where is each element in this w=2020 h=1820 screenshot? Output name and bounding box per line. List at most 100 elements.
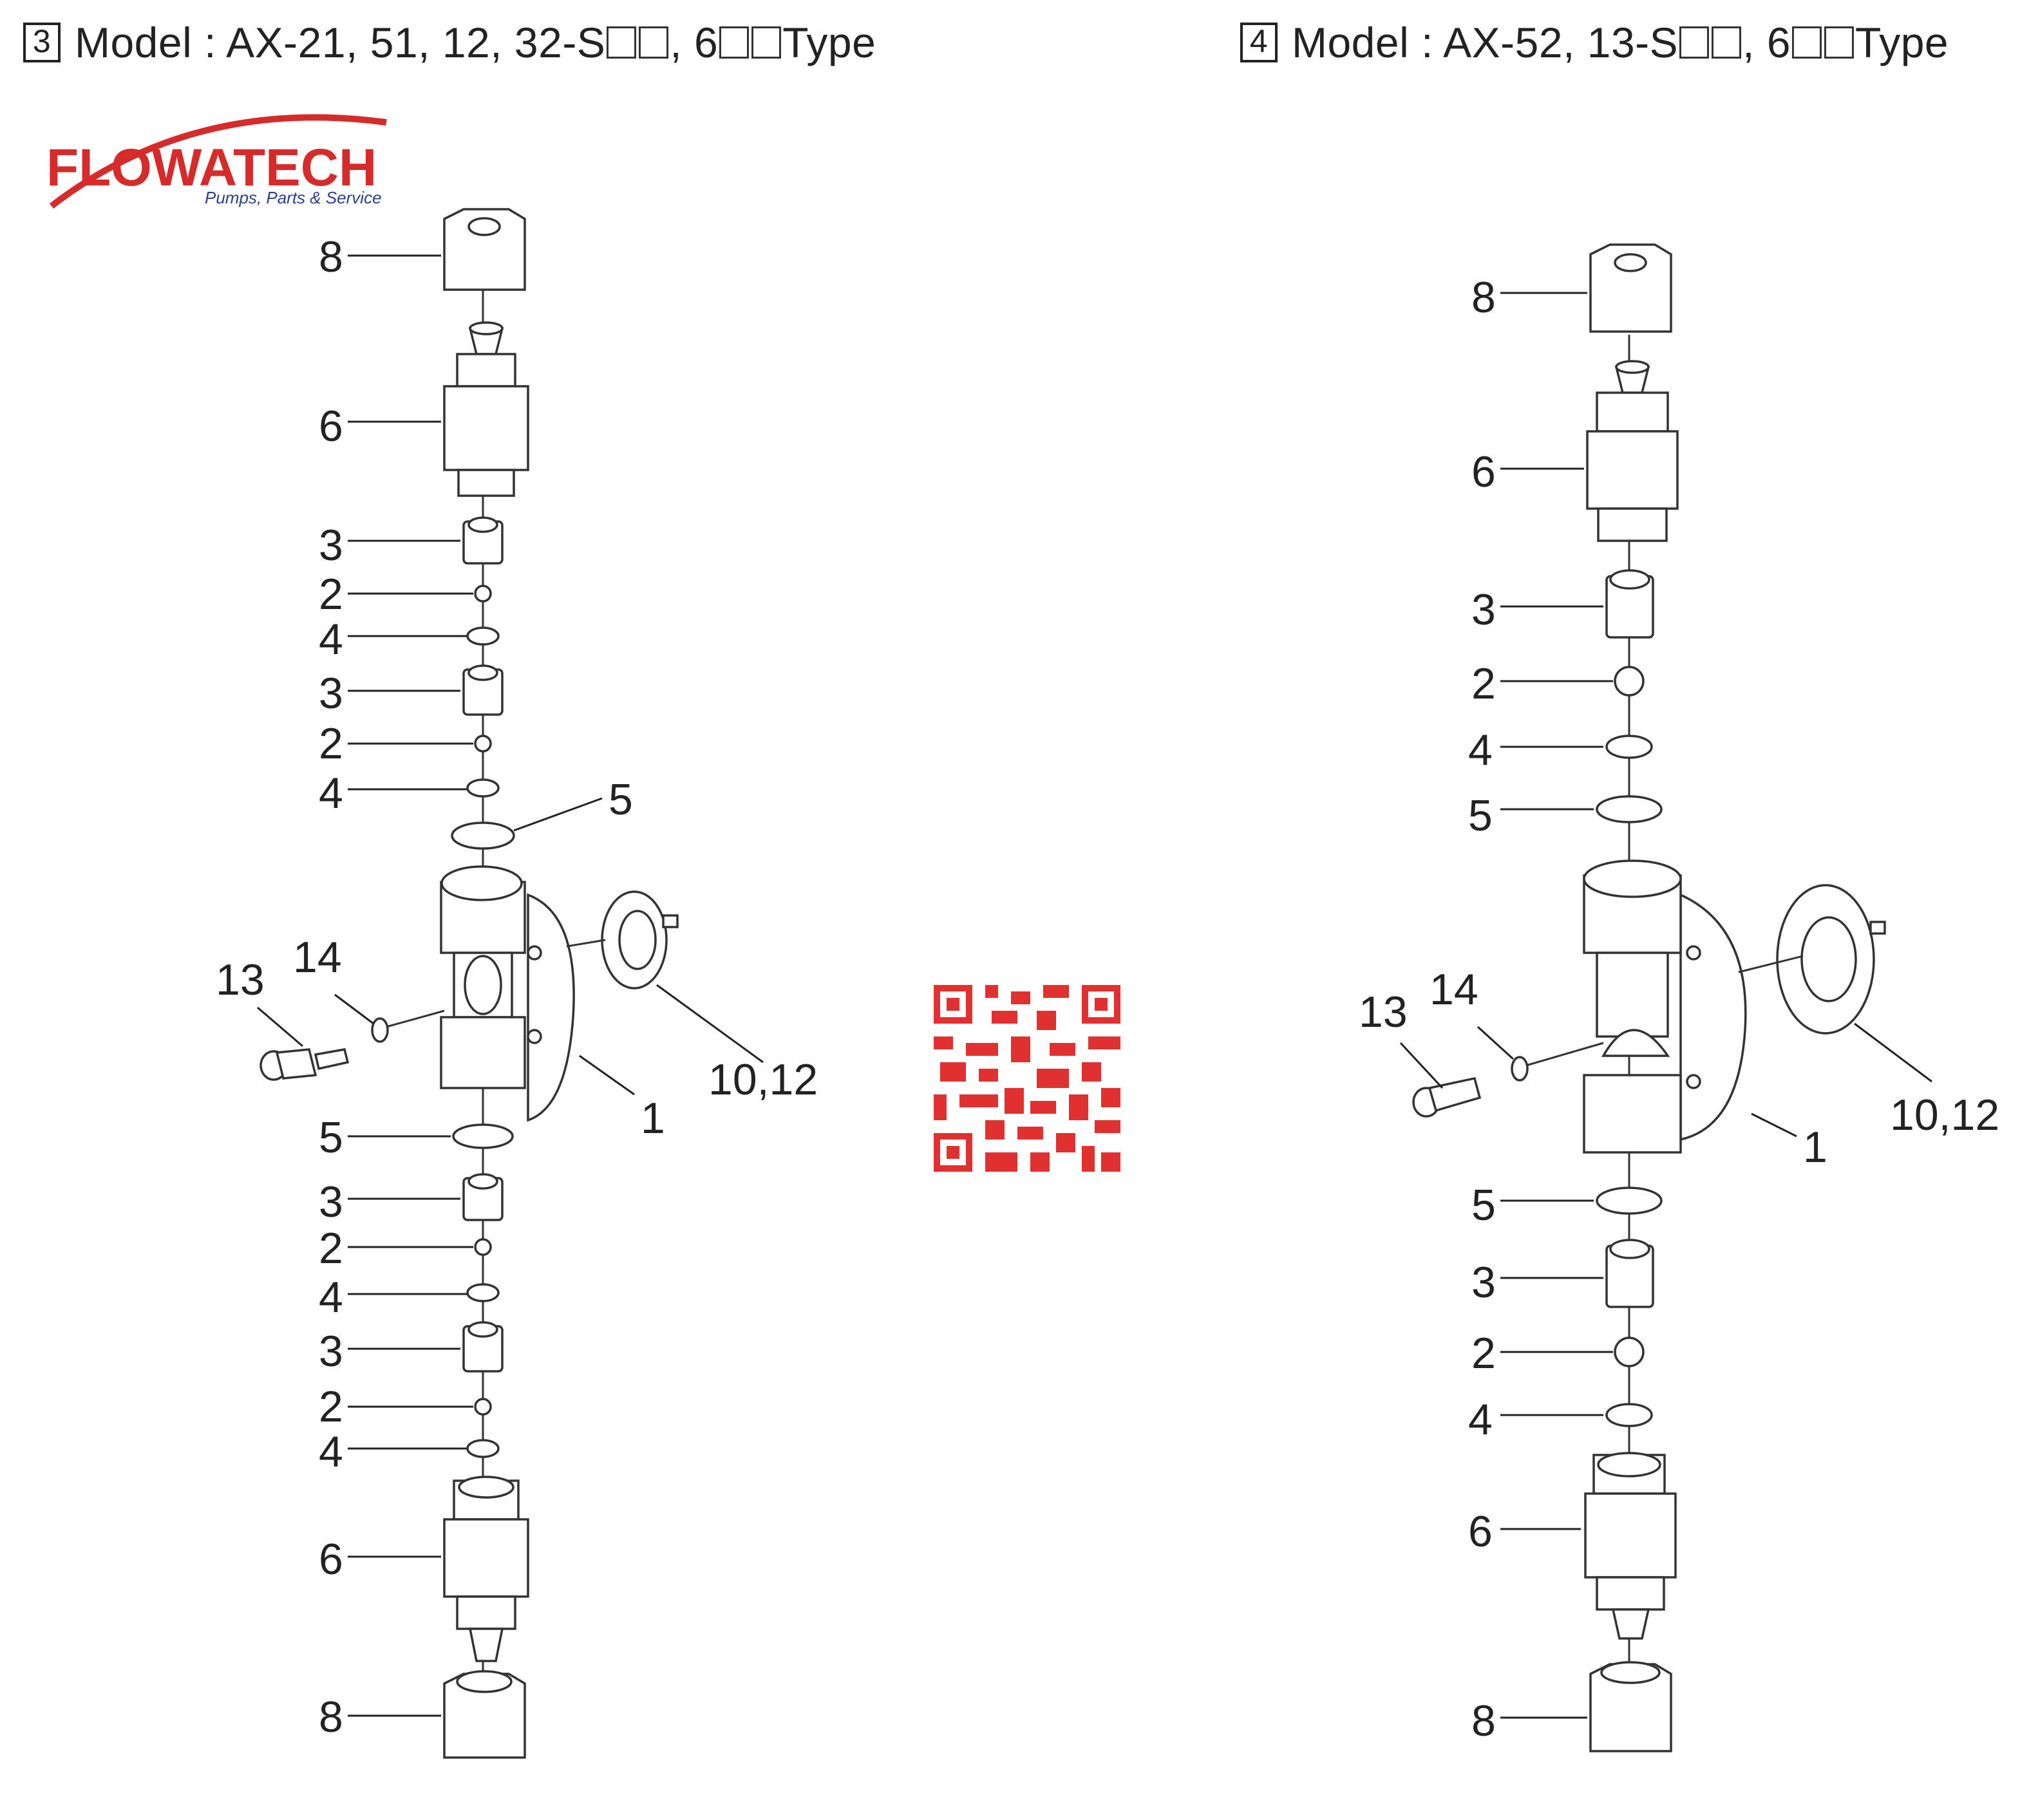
part-label: 5 [1471,1181,1496,1230]
part-label: 4 [319,1427,343,1476]
oring-part [452,1123,514,1149]
part-label: 4 [319,769,343,818]
ball-part [474,735,492,753]
fitting-part [443,1476,529,1662]
bolt-part [260,1047,350,1081]
part-label: 5 [609,775,633,824]
part-label: 5 [319,1113,343,1162]
model-text-middle: , 6 [670,19,719,66]
cartridge-part [462,1173,504,1221]
part-label: 4 [319,615,343,664]
cartridge-part [1605,569,1654,639]
valve-body-part [440,865,575,1122]
left-diagram: 8 6 3 2 4 3 2 4 5 14 13 10,12 1 5 3 2 4 … [216,208,818,1759]
oring-part [1596,795,1663,823]
part-label: 8 [1471,1696,1496,1745]
part-label: 2 [1471,659,1496,708]
fitting-part [443,321,529,497]
part-label: 3 [319,669,343,718]
part-label: 3 [319,521,343,570]
qr-code-icon[interactable] [934,985,1120,1172]
part-label: 4 [319,1273,343,1322]
fitting-part [1586,360,1679,542]
diaphragm-part [601,890,679,990]
placeholder-box [639,26,669,59]
ball-part [474,585,492,603]
part-label: 10,12 [1890,1091,1999,1140]
part-label: 2 [319,719,343,768]
heading-right: 4 Model : AX-52, 13-S , 6 Type [1240,18,1949,67]
nut-part [1589,243,1672,333]
part-label: 14 [293,933,342,982]
part-label: 3 [319,1327,343,1376]
logo-tagline: Pumps, Parts & Service [205,188,382,207]
heading-left: 3 Model : AX-21, 51, 12, 32-S , 6 Type [23,18,876,67]
part-label: 6 [1471,447,1496,496]
part-label: 8 [319,232,343,281]
part-label: 1 [641,1094,665,1143]
part-label: 6 [1468,1507,1493,1556]
part-label: 3 [319,1177,343,1226]
nut-part [443,1670,526,1759]
placeholder-box [719,26,750,59]
part-label: 6 [319,402,343,451]
cartridge-part [462,1321,504,1373]
model-text: Model : AX-21, 51, 12, 32-S [75,19,606,66]
cartridge-part [462,516,504,565]
right-diagram: 8 6 3 2 4 5 14 13 10,12 1 5 3 2 4 6 8 [1359,243,1999,1752]
part-label: 4 [1468,1395,1493,1444]
part-label: 10,12 [708,1055,818,1104]
ball-part [1614,666,1645,697]
model-text-middle: , 6 [1742,19,1791,66]
section-number: 3 [23,23,61,62]
part-label: 2 [1471,1329,1496,1378]
nut-part [443,208,526,291]
oring-part [1596,1187,1663,1215]
placeholder-box [1792,26,1822,59]
part-label: 2 [319,1382,343,1431]
bolt-part [1412,1076,1482,1118]
section-number: 4 [1240,23,1278,62]
seat-part [1605,735,1653,759]
seat-part [466,1439,500,1458]
fitting-part [1584,1452,1677,1640]
ball-part [474,1238,492,1256]
part-label: 1 [1803,1123,1827,1172]
seat-part [466,778,500,798]
placeholder-box [751,26,782,59]
ball-part [1614,1337,1645,1367]
placeholder-box [1679,26,1710,59]
part-label: 5 [1468,791,1493,840]
washer-part [371,1017,389,1043]
part-label: 4 [1468,726,1493,774]
oring-part [451,821,515,850]
logo-name: FLOWATECH [46,138,377,197]
seat-part [466,626,500,646]
placeholder-box [1712,26,1742,59]
part-label: 3 [1471,585,1496,634]
part-label: 14 [1430,965,1478,1014]
part-label: 8 [319,1693,343,1741]
washer-part [1511,1056,1529,1082]
diaphragm-part [1776,884,1886,1035]
part-label: 8 [1471,273,1496,322]
flowatech-logo: FLOWATECH Pumps, Parts & Service [46,114,387,209]
cartridge-part [1605,1239,1654,1308]
placeholder-box [607,26,637,59]
valve-body-part [1583,859,1747,1154]
model-text-suffix: Type [782,19,876,66]
seat-part [1605,1403,1653,1427]
seat-part [466,1283,500,1302]
model-text: Model : AX-52, 13-S [1292,19,1679,66]
part-label: 6 [319,1535,343,1584]
model-text-suffix: Type [1855,19,1949,66]
part-label: 13 [1359,988,1408,1037]
cartridge-part [462,664,504,716]
nut-part [1589,1661,1672,1752]
placeholder-box [1824,26,1855,59]
part-label: 2 [319,1224,343,1273]
ball-part [474,1398,492,1416]
part-label: 3 [1471,1258,1496,1307]
part-label: 13 [216,955,265,1004]
